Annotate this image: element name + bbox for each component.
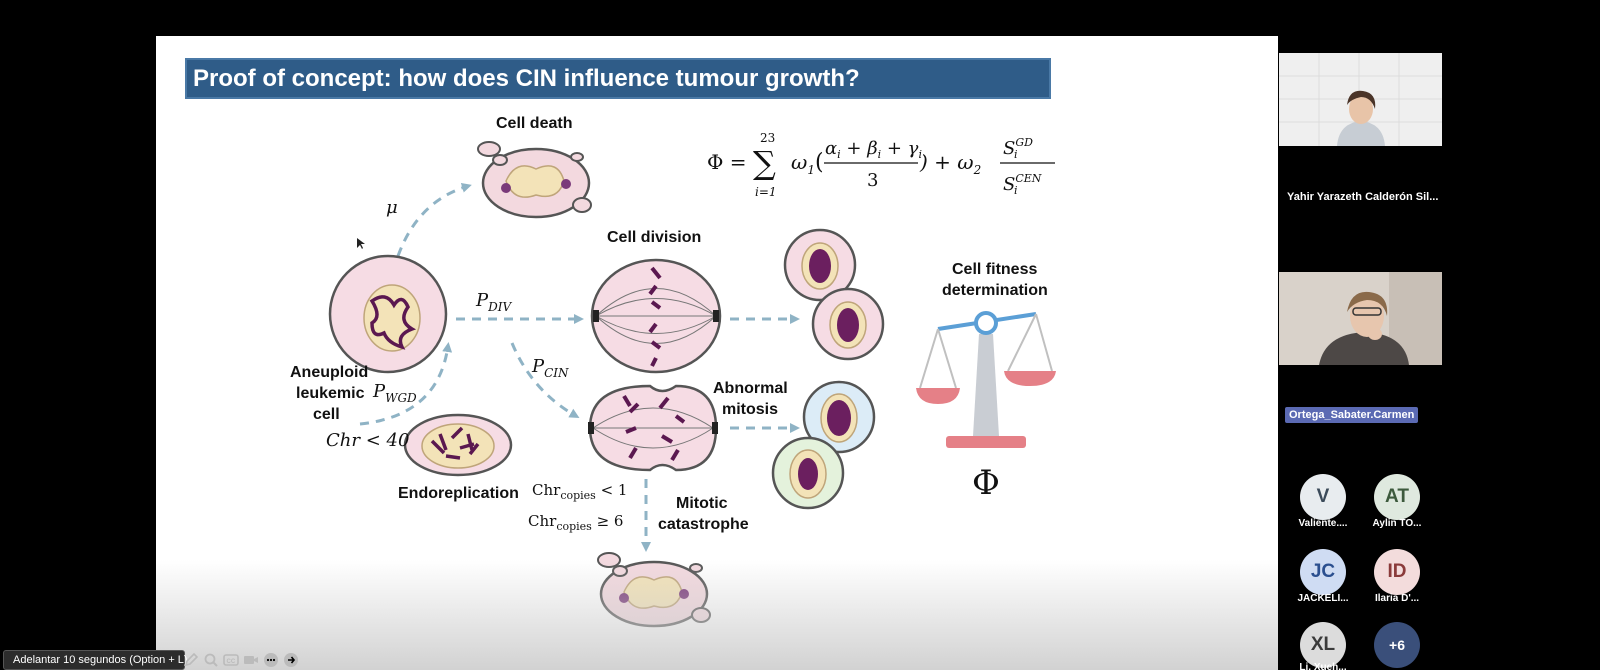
more-participants-button[interactable]: +6 (1374, 622, 1420, 668)
participant-video-feed (1279, 272, 1442, 365)
participant-name-1: Yahir Yarazeth Calderón Sil... (1287, 191, 1439, 203)
svg-text:ω1: ω1 (791, 150, 815, 177)
balance-scale-icon (916, 311, 1056, 448)
participant-video-2[interactable] (1279, 272, 1442, 365)
svg-text:) + ω2: ) + ω2 (919, 150, 981, 177)
search-icon[interactable] (203, 652, 219, 668)
slide-title: Proof of concept: how does CIN influence… (185, 58, 1051, 99)
daughter-cells-normal (783, 228, 885, 361)
dead-cell-top (477, 141, 592, 219)
math-mu: μ (386, 197, 398, 218)
arrow-wgd (359, 342, 453, 426)
participant-video-1[interactable] (1279, 53, 1442, 146)
more-icon[interactable] (263, 652, 279, 668)
arrow-to-death (396, 182, 472, 257)
math-chr-copies-lt1: Chrcopies < 1 (532, 481, 627, 502)
participant-avatar-jc[interactable]: JC (1300, 549, 1346, 595)
cin-diagram: Cell death Cell division Cell fitness de… (290, 115, 1056, 628)
label-abnormal-2: mitosis (722, 401, 778, 418)
math-chr-lt40: Chr < 40 (326, 430, 409, 451)
svg-text:(: ( (815, 150, 824, 175)
skip-forward-tooltip: Adelantar 10 segundos (Option + L) (3, 650, 188, 670)
participant-avatar-name: Li, Xueh... (1299, 662, 1347, 670)
captions-icon[interactable]: CC (223, 652, 239, 668)
abnormal-mitosis-cell (588, 384, 718, 472)
label-aneuploid-1: Aneuploid (290, 364, 368, 381)
participant-video-feed (1279, 53, 1442, 146)
svg-text:23: 23 (760, 131, 775, 145)
svg-text:αi + βi + γi: αi + βi + γi (825, 138, 922, 161)
svg-text:3: 3 (867, 170, 878, 191)
participant-avatar-id[interactable]: ID (1374, 549, 1420, 595)
label-mitotic-1: Mitotic (676, 495, 728, 512)
math-p-wgd: PWGD (372, 381, 417, 405)
participant-avatar-name: Ilaria D'... (1374, 593, 1420, 604)
camera-icon[interactable] (243, 652, 259, 668)
dividing-cell (590, 258, 722, 374)
forward-icon[interactable] (283, 652, 299, 668)
svg-text:i=1: i=1 (755, 185, 777, 199)
svg-text:SGD: SGD (1003, 136, 1033, 159)
label-cell-division: Cell division (607, 229, 701, 246)
participant-avatar-v[interactable]: V (1300, 474, 1346, 520)
svg-text:CC: CC (227, 659, 236, 665)
label-cell-fitness-1: Cell fitness (952, 261, 1037, 278)
label-aneuploid-2: leukemic (296, 385, 365, 402)
math-chr-copies-ge6: Chrcopies ≥ 6 (528, 512, 623, 533)
participant-avatar-name: Aylin TO... (1372, 518, 1422, 529)
arrow-to-cin (510, 342, 580, 418)
label-mitotic-2: catastrophe (658, 516, 749, 533)
svg-text:i: i (1014, 184, 1018, 197)
pen-icon[interactable] (183, 652, 199, 668)
phi-symbol: Φ (972, 463, 1000, 503)
daughter-cells-abnormal (771, 380, 876, 510)
participant-avatar-name: Valiente.... (1298, 518, 1348, 529)
label-cell-fitness-2: determination (942, 282, 1048, 299)
label-cell-death: Cell death (496, 115, 572, 132)
endoreplication-cell (403, 413, 513, 477)
fitness-formula: Φ = 23 ∑ i=1 ω1 ( αi + βi + γi 3 ) + ω2 … (707, 131, 1055, 199)
math-p-cin: PCIN (531, 356, 569, 380)
participant-avatar-name: JACKELI... (1297, 593, 1349, 604)
label-endoreplication: Endoreplication (398, 485, 519, 502)
svg-text:∑: ∑ (753, 144, 776, 182)
label-aneuploid-3: cell (313, 406, 340, 423)
dead-cell-bottom (597, 552, 711, 628)
mouse-cursor-icon (357, 238, 365, 249)
participant-avatar-xl[interactable]: XL (1300, 622, 1346, 668)
player-toolbar: CC (183, 652, 299, 668)
label-abnormal-1: Abnormal (713, 380, 788, 397)
participant-avatar-at[interactable]: AT (1374, 474, 1420, 520)
presentation-slide: Proof of concept: how does CIN influence… (156, 36, 1278, 670)
svg-text:SCEN: SCEN (1003, 172, 1042, 195)
participant-name-2: Ortega_Sabater.Carmen (1285, 407, 1419, 423)
math-p-div: PDIV (475, 290, 512, 314)
process-arrows (359, 182, 800, 552)
aneuploid-cell (328, 254, 448, 374)
svg-text:i: i (1014, 148, 1018, 161)
svg-text:Φ =: Φ = (707, 150, 747, 174)
